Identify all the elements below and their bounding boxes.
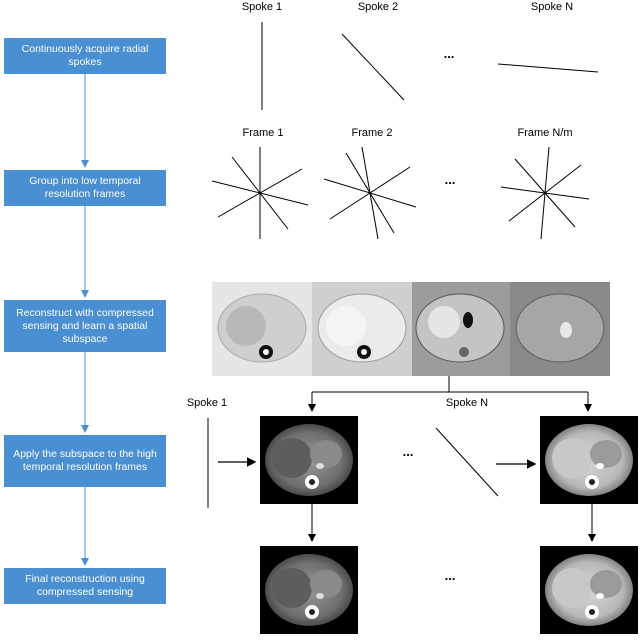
frame-n-label: Frame N/m	[518, 127, 573, 139]
spoke-row-ellipsis: ...	[444, 46, 455, 61]
step-reconstruct-subspace: Reconstruct with compressed sensing and …	[4, 300, 166, 352]
spoke-2-label: Spoke 2	[358, 1, 398, 13]
frame-row-ellipsis: ...	[445, 172, 456, 187]
step-final-reconstruction: Final reconstruction using compressed se…	[4, 568, 166, 604]
frame-2-label: Frame 2	[352, 127, 393, 139]
step-acquire-spokes: Continuously acquire radial spokes	[4, 38, 166, 74]
step-group-frames: Group into low temporal resolution frame…	[4, 170, 166, 206]
frame-n-star	[500, 146, 590, 240]
apply-spoke-n-label: Spoke N	[446, 397, 488, 409]
step-apply-subspace-text: Apply the subspace to the high temporal …	[13, 448, 157, 473]
step-acquire-spokes-text: Continuously acquire radial spokes	[21, 43, 149, 68]
mri-frame-1-dark	[260, 416, 358, 504]
final-row-ellipsis: ...	[445, 568, 456, 583]
step-reconstruct-subspace-text: Reconstruct with compressed sensing and …	[16, 306, 154, 345]
apply-spoke-1-label: Spoke 1	[187, 397, 227, 409]
mri-final-1-dark	[260, 546, 358, 634]
step-group-frames-text: Group into low temporal resolution frame…	[29, 175, 141, 200]
spoke-2-line	[341, 33, 405, 101]
mri-final-n-bright	[540, 546, 638, 634]
apply-row-ellipsis: ...	[403, 444, 414, 459]
spoke-1-label: Spoke 1	[242, 1, 282, 13]
frame-1-label: Frame 1	[243, 127, 284, 139]
frame-2-star	[323, 146, 417, 240]
spoke-n-label: Spoke N	[531, 1, 573, 13]
step-apply-subspace: Apply the subspace to the high temporal …	[4, 435, 166, 487]
step-final-reconstruction-text: Final reconstruction using compressed se…	[25, 573, 145, 598]
frame-1-star	[211, 147, 309, 239]
mri-frame-n-bright	[540, 416, 638, 504]
apply-spoke-n-line	[435, 427, 499, 497]
spoke-n-line	[497, 63, 599, 73]
cs-reconstruction-strip	[212, 282, 610, 376]
